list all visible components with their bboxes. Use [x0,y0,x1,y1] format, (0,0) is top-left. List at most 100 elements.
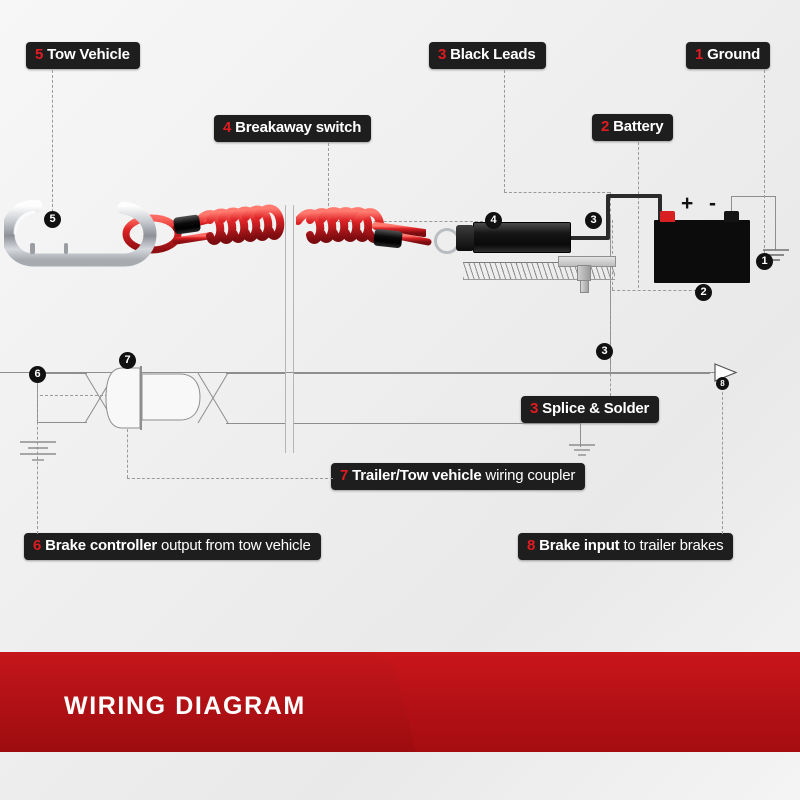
badge-4: 4 [485,212,502,229]
badge-2: 2 [695,284,712,301]
badge-number: 4 [490,214,497,226]
breakaway-switch-cap [456,225,474,251]
leader-coupler-cross [40,395,138,396]
arrow-head-icon [714,363,738,382]
label-bold-text: Battery [613,118,664,135]
label-number: 7 [340,467,349,484]
coupler-cross-right [197,372,229,424]
label-rest-text: to trailer brakes [619,537,724,554]
splice-wire-horizontal-left [0,372,610,373]
label-bold-text: Ground [707,46,761,63]
label-number: 5 [35,46,44,63]
badge-7: 7 [119,352,136,369]
coupler-body [105,366,201,430]
separator-rule-left [285,205,286,453]
trailer-ground-riser [580,423,581,447]
badge-6: 6 [29,366,46,383]
leader-brake-input [722,382,723,534]
negative-wire-to-ground [775,196,776,250]
badge-number: 2 [700,286,707,298]
label-bold-text: Tow Vehicle [47,46,130,63]
cable-tail [398,232,432,246]
badge-number: 1 [761,255,768,267]
leader-tow-vehicle [52,70,53,212]
leader-battery-horizontal [612,290,702,291]
banner-title: WIRING DIAGRAM [64,692,306,720]
badge-number: 3 [590,214,597,226]
negative-wire-run [731,196,775,197]
badge-3-lower: 3 [596,343,613,360]
banner-red-band [0,652,800,752]
badge-number: 3 [601,345,608,357]
label-number: 2 [601,118,610,135]
carabiner-icon [4,200,157,267]
badge-number: 8 [720,378,725,388]
badge-number: 6 [34,368,41,380]
label-number: 3 [438,46,447,63]
black-lead-to-positive [658,194,662,222]
leader-black-leads-vertical [504,70,505,192]
leader-ground [764,70,765,258]
label-number: 1 [695,46,704,63]
cable-sleeve-left [172,214,202,235]
battery-negative-terminal [724,211,739,222]
breakaway-nut [577,265,591,281]
leader-brake-controller [37,382,38,534]
coupler-input-bottom [37,422,87,423]
battery-plus-symbol: + [681,192,694,215]
coupler-output-bottom-left [226,423,286,424]
label-number: 4 [223,119,232,136]
label-number: 8 [527,537,536,554]
negative-wire-riser [731,196,732,214]
badge-number: 7 [124,354,131,366]
coupler-output-top-right [293,373,710,374]
brake-controller-source-symbol [20,441,56,461]
leader-splice-upper [610,217,611,347]
leader-black-leads-down [610,192,611,217]
black-lead-from-switch [566,236,610,240]
badge-3-upper: 3 [585,212,602,229]
coiled-cable-left [196,204,285,245]
leader-battery-left [612,220,613,290]
separator-rule-right [293,205,294,453]
cable-sleeve-right [373,228,403,249]
leader-black-leads-horizontal [504,192,610,193]
leader-splice-label [610,364,611,396]
label-bold-text: Breakaway switch [235,119,362,136]
label-number: 6 [33,537,42,554]
leader-breakaway-vertical [328,143,329,221]
badge-8: 8 [716,377,729,390]
label-rest-text: output from tow vehicle [157,537,311,554]
black-lead-riser [606,196,610,238]
label-bold-text: Black Leads [450,46,536,63]
label-number: 3 [530,400,539,417]
battery-minus-symbol: - [709,192,716,215]
badge-1: 1 [756,253,773,270]
black-lead-top-run [606,194,662,198]
battery-positive-terminal [660,211,675,222]
label-bold-text: Trailer/Tow vehicle [352,467,482,484]
leader-coupler-horizontal [127,478,333,479]
label-bold-text: Splice & Solder [542,400,650,417]
badge-5: 5 [44,211,61,228]
badge-number: 5 [49,213,56,225]
leader-battery [638,142,639,288]
label-bold-text: Brake controller [45,537,157,554]
battery-body [654,220,750,283]
label-bold-text: Brake input [539,537,620,554]
coupler-output-top-left [226,373,286,374]
ground-symbol-trailer [569,444,595,456]
coupler-output-bottom-right [293,423,580,424]
coupler-input-top [37,373,87,374]
label-rest-text: wiring coupler [481,467,576,484]
